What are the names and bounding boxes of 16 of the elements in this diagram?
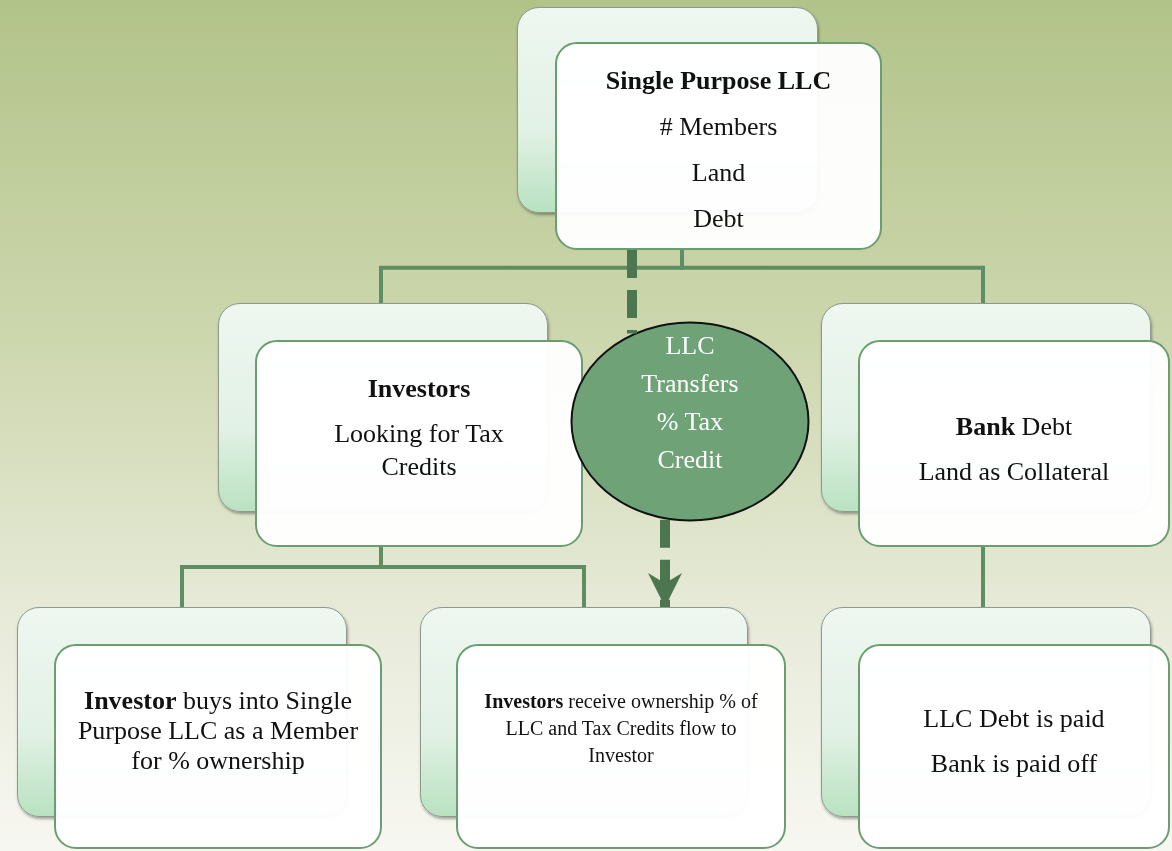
card-text: Investor buys into Single Purpose LLC as a Member for % ownership bbox=[76, 686, 360, 776]
card-text: Land as Collateral bbox=[918, 456, 1110, 488]
oval-text: LLC Transfers % Tax Credit bbox=[640, 330, 740, 476]
card-text: Bank Debt bbox=[955, 411, 1073, 443]
card-text: LLC Debt is paid bbox=[923, 703, 1105, 735]
connector-line bbox=[981, 547, 985, 607]
card-text: Looking for Tax Credits bbox=[333, 418, 505, 483]
connector-line bbox=[627, 250, 637, 334]
card-heading: Investors bbox=[367, 373, 471, 405]
card-text: Bank is paid off bbox=[930, 748, 1098, 780]
arrow bbox=[648, 519, 682, 607]
card-heading: Single Purpose LLC bbox=[605, 65, 832, 97]
card-text: # Members bbox=[659, 111, 778, 143]
card-text: Debt bbox=[693, 203, 744, 235]
card-text: Investors receive ownership % of LLC and Tax Credits flow to Investor bbox=[483, 689, 759, 768]
card-text: Land bbox=[691, 157, 746, 189]
